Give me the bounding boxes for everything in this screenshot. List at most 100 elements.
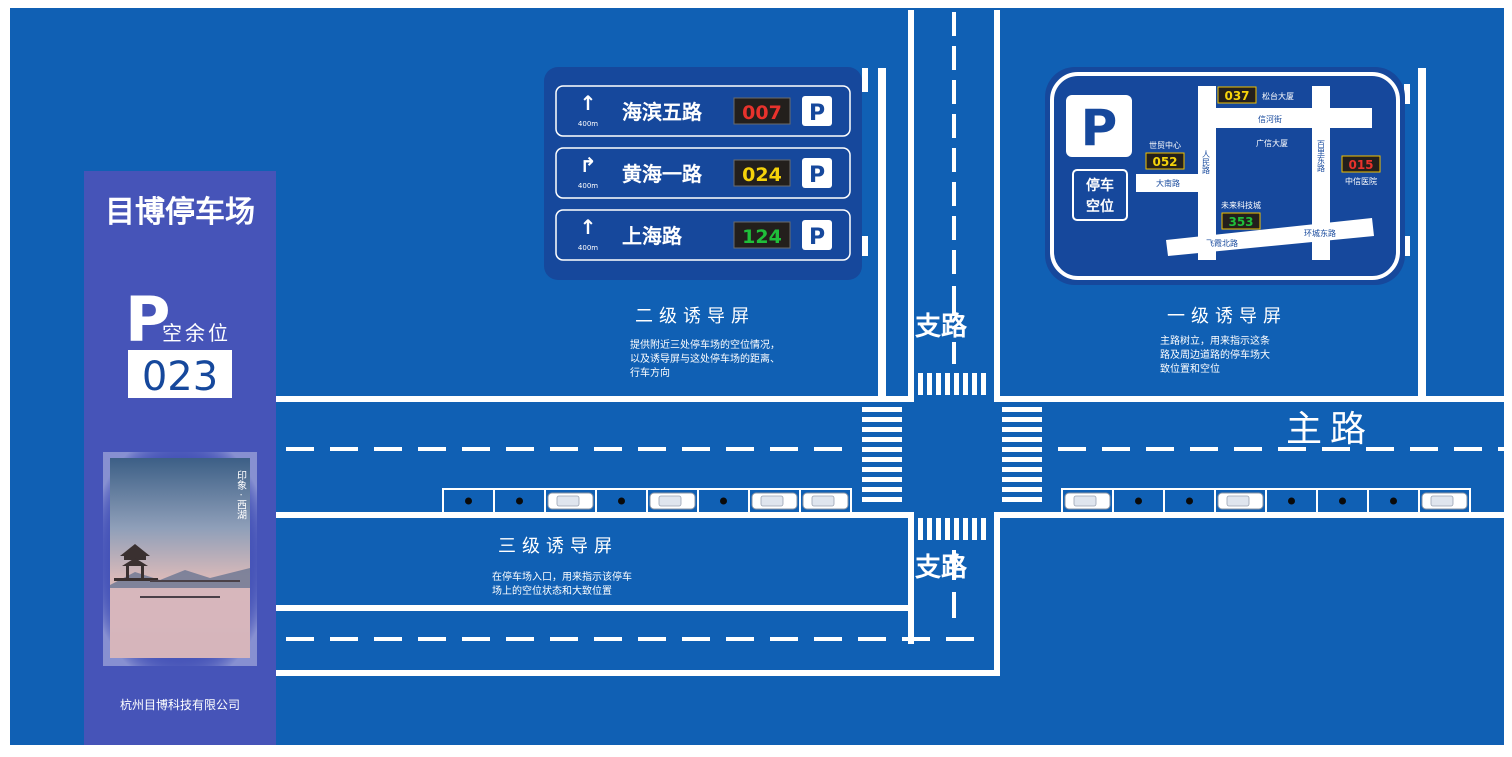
row-vacancy-count: 007 [742,102,782,124]
lane-dash [330,637,358,641]
lane-dash [638,637,666,641]
totem-sign: 目博停车场 P 空余位 023 印象 · 西湖 杭州目博科技有限公司 [84,171,276,745]
zebra-stripe [862,497,902,502]
zebra-stripe [862,457,902,462]
lane-dash [418,637,446,641]
row-road-name: 海滨五路 [622,100,703,124]
parked-car-icon [547,492,594,510]
level2-description: 提供附近三处停车场的空位情况， 以及诱导屏与这处停车场的距离、 行车方向 [630,338,780,379]
totem-p-letter: P [125,283,170,356]
zebra-stripe [963,518,968,540]
zebra-stripe [945,518,950,540]
branch-road-borders [908,10,1000,675]
level1-p-letter: P [1081,99,1118,157]
map-guangxin-label: 广信大厦 [1256,138,1288,148]
parked-car-icon [1064,492,1111,510]
lane-dash [1190,447,1218,451]
branch-road-centerline [952,12,956,618]
map-vacancy-count: 353 [1228,215,1253,229]
zebra-stripe [862,487,902,492]
parked-car-icon [802,492,849,510]
zebra-stripe [862,437,902,442]
zebra-stripe [927,373,932,395]
branch-road-label-top: 支路 [915,311,968,342]
lane-dash [1146,447,1174,451]
zebra-stripe [1002,477,1042,482]
lane-dash [1498,447,1512,451]
parking-bays-left [442,488,852,514]
lane-dash [506,637,534,641]
row-distance: 400m [578,120,598,128]
row-road-name: 上海路 [622,224,683,248]
lane-dash [814,637,842,641]
zebra-stripe [862,417,902,422]
direction-arrow-icon: ↑ [580,215,597,239]
lane-dash [858,637,886,641]
parking-sensor-dot [1135,497,1142,505]
row-road-name: 黄海一路 [622,162,703,186]
map-vacancy-count: 037 [1224,89,1249,103]
main-road-borders [276,396,1504,676]
parking-sensor-dot [465,497,472,505]
level3-description-line: 在停车场入口，用来指示该停车 [492,570,632,583]
level2-description-line: 行车方向 [630,366,670,379]
lane-dash [506,447,534,451]
lane-dash [1454,447,1482,451]
row-vacancy-count: 124 [742,226,782,248]
lane-dash [550,637,578,641]
zebra-stripe [936,373,941,395]
lane-dash [1322,447,1350,451]
level1-sign: P 停车 空位 信河街 人民路 大南路 百里东路 飞霞北路 环城东路 广信大厦 … [1045,67,1426,398]
level1-description: 主路树立，用来指示这条 路及周边道路的停车场大 致位置和空位 [1160,334,1270,375]
level3-description-line: 场上的空位状态和大致位置 [492,584,612,597]
map-place-label: 未来科技城 [1221,200,1261,210]
lane-dash [682,637,710,641]
road-xinhe: 信河街 [1258,114,1282,124]
zebra-stripe [1002,407,1042,412]
zebra-stripe [862,407,902,412]
zebra-stripe [963,373,968,395]
zebra-stripe [1002,447,1042,452]
zebra-stripe [945,373,950,395]
zebra-stripe [862,477,902,482]
lane-dash [286,637,314,641]
totem-vacancy-label: 空余位 [162,321,231,345]
map-parking-badge: 052 世贸中心 [1145,140,1185,170]
main-road-centerline [286,447,1512,641]
level1-panel-border [1050,72,1400,280]
parked-car-icon [1217,492,1264,510]
row-p-icon: P [809,163,825,188]
road-feixia: 飞霞北路 [1206,238,1238,248]
map-place-label: 松台大厦 [1262,91,1294,101]
lane-dash [638,447,666,451]
lane-dash [770,637,798,641]
parking-sensor-dot [1186,497,1193,505]
level1-description-line: 致位置和空位 [1160,362,1220,375]
level1-heading: 一级诱导屏 [1167,306,1287,327]
lane-dash [726,637,754,641]
zebra-stripe [981,518,986,540]
parked-car-icon [751,492,798,510]
zebra-stripe [936,518,941,540]
parking-sensor-dot [1390,497,1397,505]
map-place-label: 世贸中心 [1149,140,1181,150]
level3-description: 在停车场入口，用来指示该停车 场上的空位状态和大致位置 [492,570,632,597]
lane-dash [726,447,754,451]
lane-dash [374,637,402,641]
lane-dash [330,447,358,451]
map-vacancy-count: 052 [1152,155,1177,169]
totem-count-box [128,350,232,398]
totem-vacancy-count: 023 [142,354,218,400]
zebra-stripe [1002,497,1042,502]
zebra-stripe [972,518,977,540]
level1-parking-label-1: 停车 [1086,177,1114,194]
level1-map [1136,86,1374,260]
lane-dash [286,447,314,451]
lane-dash [594,447,622,451]
level2-pole [878,68,886,398]
